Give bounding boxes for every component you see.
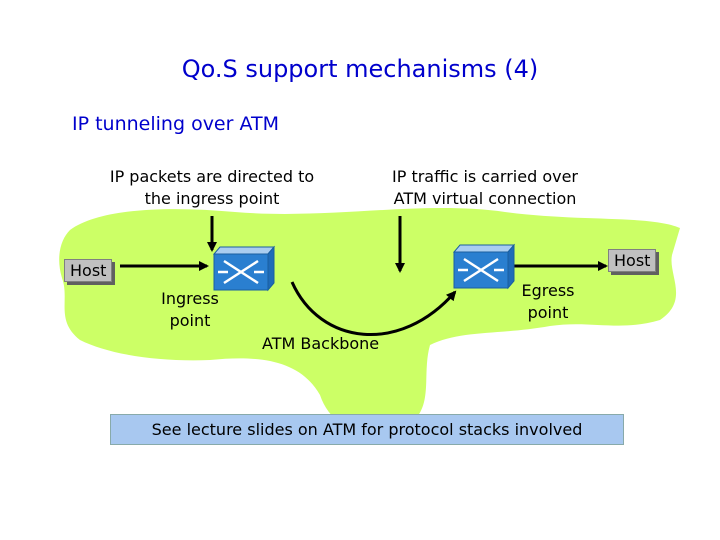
ingress-switch-icon [212,245,276,292]
caption-right: IP traffic is carried over ATM virtual c… [391,167,578,208]
egress-switch-icon [452,243,516,290]
protocol-stacks-note: See lecture slides on ATM for protocol s… [110,414,624,445]
atm-backbone-label: ATM Backbone [262,334,380,353]
caption-left: IP packets are directed to the ingress p… [109,167,315,208]
host-right-box: Host [608,249,657,272]
atm-virtual-connection [290,281,457,336]
host-left-box: Host [64,259,113,282]
slide-title: Qo.S support mechanisms (4) [181,55,539,83]
egress-label: Egress point [521,281,575,322]
ingress-label: Ingress point [161,289,219,330]
slide-subtitle: IP tunneling over ATM [72,113,279,135]
